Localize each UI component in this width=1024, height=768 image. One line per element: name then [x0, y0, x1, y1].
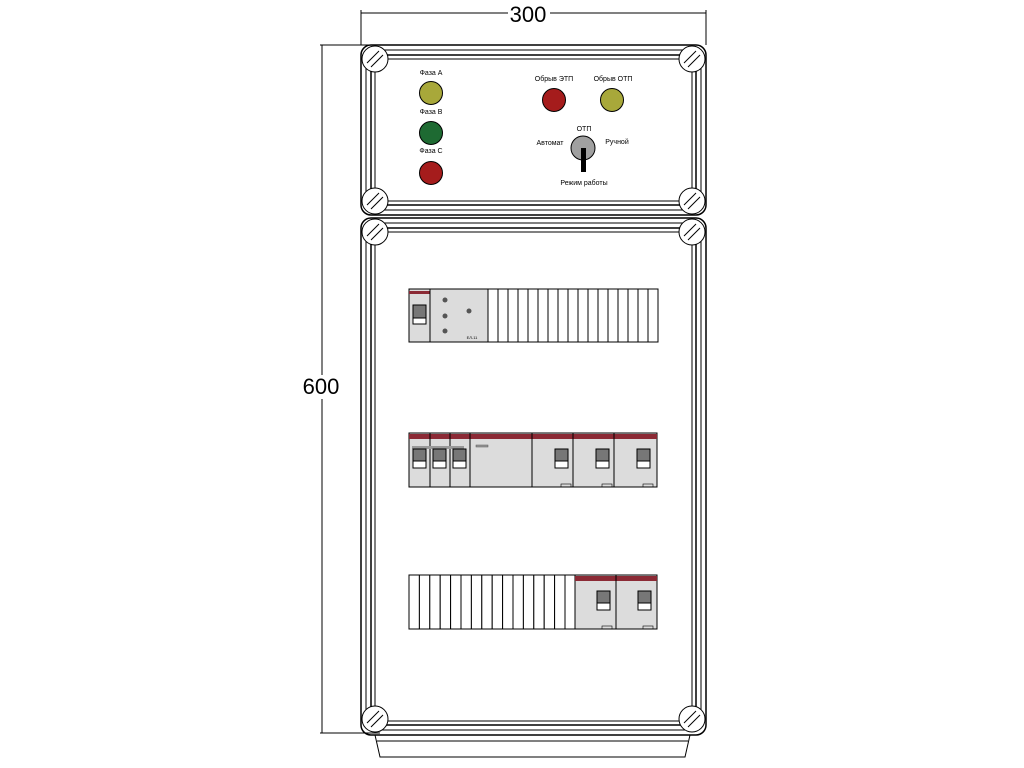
breaker-toggle — [554, 448, 569, 469]
blank-slot — [522, 574, 535, 630]
blank-slot — [587, 288, 599, 343]
fault-2-label: Обрыв ОТП — [594, 75, 633, 83]
blank-slot — [617, 288, 629, 343]
fault-1-label: Обрыв ЭТП — [535, 75, 573, 83]
blank-slot — [517, 288, 529, 343]
blank-slot — [408, 574, 420, 630]
phase-c-lamp — [419, 161, 443, 185]
screw-icon — [361, 705, 389, 733]
blank-slot — [567, 288, 579, 343]
fault-2-lamp — [600, 88, 624, 112]
blank-slot — [627, 288, 639, 343]
switch-handle[interactable] — [581, 148, 586, 172]
switch-caption: Режим работы — [560, 179, 607, 187]
switch-left-label: Автомат — [536, 140, 564, 147]
blank-slot — [547, 288, 559, 343]
blank-slot — [481, 574, 493, 630]
blank-slot — [557, 288, 569, 343]
blank-slot — [533, 574, 545, 630]
blank-slot — [470, 574, 483, 630]
phase-a-lamp — [419, 81, 443, 105]
switch-right-label: Ручной — [605, 138, 629, 146]
blank-slot — [491, 574, 504, 630]
phase-b-label: Фаза В — [420, 109, 443, 116]
blank-slot — [554, 574, 566, 630]
blank-slot — [527, 288, 539, 343]
blank-slot — [597, 288, 609, 343]
height-dimension: 600 — [298, 44, 380, 734]
screw-icon — [361, 45, 389, 73]
mode-switch[interactable]: ОТП Автомат Ручной Режим работы — [536, 126, 628, 187]
blank-slot — [429, 574, 441, 630]
breaker-toggle — [412, 448, 427, 469]
indicators: Фаза А Фаза В Фаза С Обрыв ЭТП Обрыв ОТП — [419, 70, 632, 185]
blank-slot — [647, 288, 659, 343]
breaker-toggle — [637, 590, 652, 611]
screws — [361, 45, 706, 733]
blank-slot — [512, 574, 524, 630]
main-enclosure — [360, 217, 707, 758]
din-row-1: ЕЛ-11 — [408, 288, 659, 343]
phase-a-label: Фаза А — [420, 70, 443, 77]
relay-module — [429, 288, 489, 343]
blank-slot — [607, 288, 619, 343]
blank-slot — [439, 574, 452, 630]
screw-icon — [678, 45, 706, 73]
relay-label: ЕЛ-11 — [467, 335, 479, 340]
breaker-toggle — [432, 448, 447, 469]
switch-top-label: ОТП — [577, 126, 592, 133]
blank-slot — [487, 288, 499, 343]
breaker-toggle — [595, 448, 610, 469]
blank-slot — [450, 574, 462, 630]
screw-icon — [678, 705, 706, 733]
blank-slot — [637, 288, 649, 343]
breaker-toggle — [636, 448, 651, 469]
blank-slot — [507, 288, 519, 343]
blank-slot — [418, 574, 431, 630]
phase-c-label: Фаза С — [419, 148, 442, 155]
blank-slot — [497, 288, 509, 343]
din-row-3 — [408, 574, 658, 630]
screw-icon — [361, 218, 389, 246]
width-label: 300 — [510, 2, 547, 27]
fault-1-lamp — [542, 88, 566, 112]
breaker-toggle — [452, 448, 467, 469]
blank-slot — [537, 288, 549, 343]
screw-icon — [361, 187, 389, 215]
phase-b-lamp — [419, 121, 443, 145]
din-row-2 — [408, 432, 658, 488]
screw-icon — [678, 187, 706, 215]
breaker-toggle — [596, 590, 611, 611]
width-dimension: 300 — [360, 2, 707, 45]
top-enclosure — [360, 44, 707, 216]
blank-slot — [460, 574, 472, 630]
blank-slot — [502, 574, 514, 630]
blank-slot — [564, 574, 576, 630]
height-label: 600 — [303, 374, 340, 399]
blank-slot — [543, 574, 556, 630]
screw-icon — [678, 218, 706, 246]
blank-slot — [577, 288, 589, 343]
